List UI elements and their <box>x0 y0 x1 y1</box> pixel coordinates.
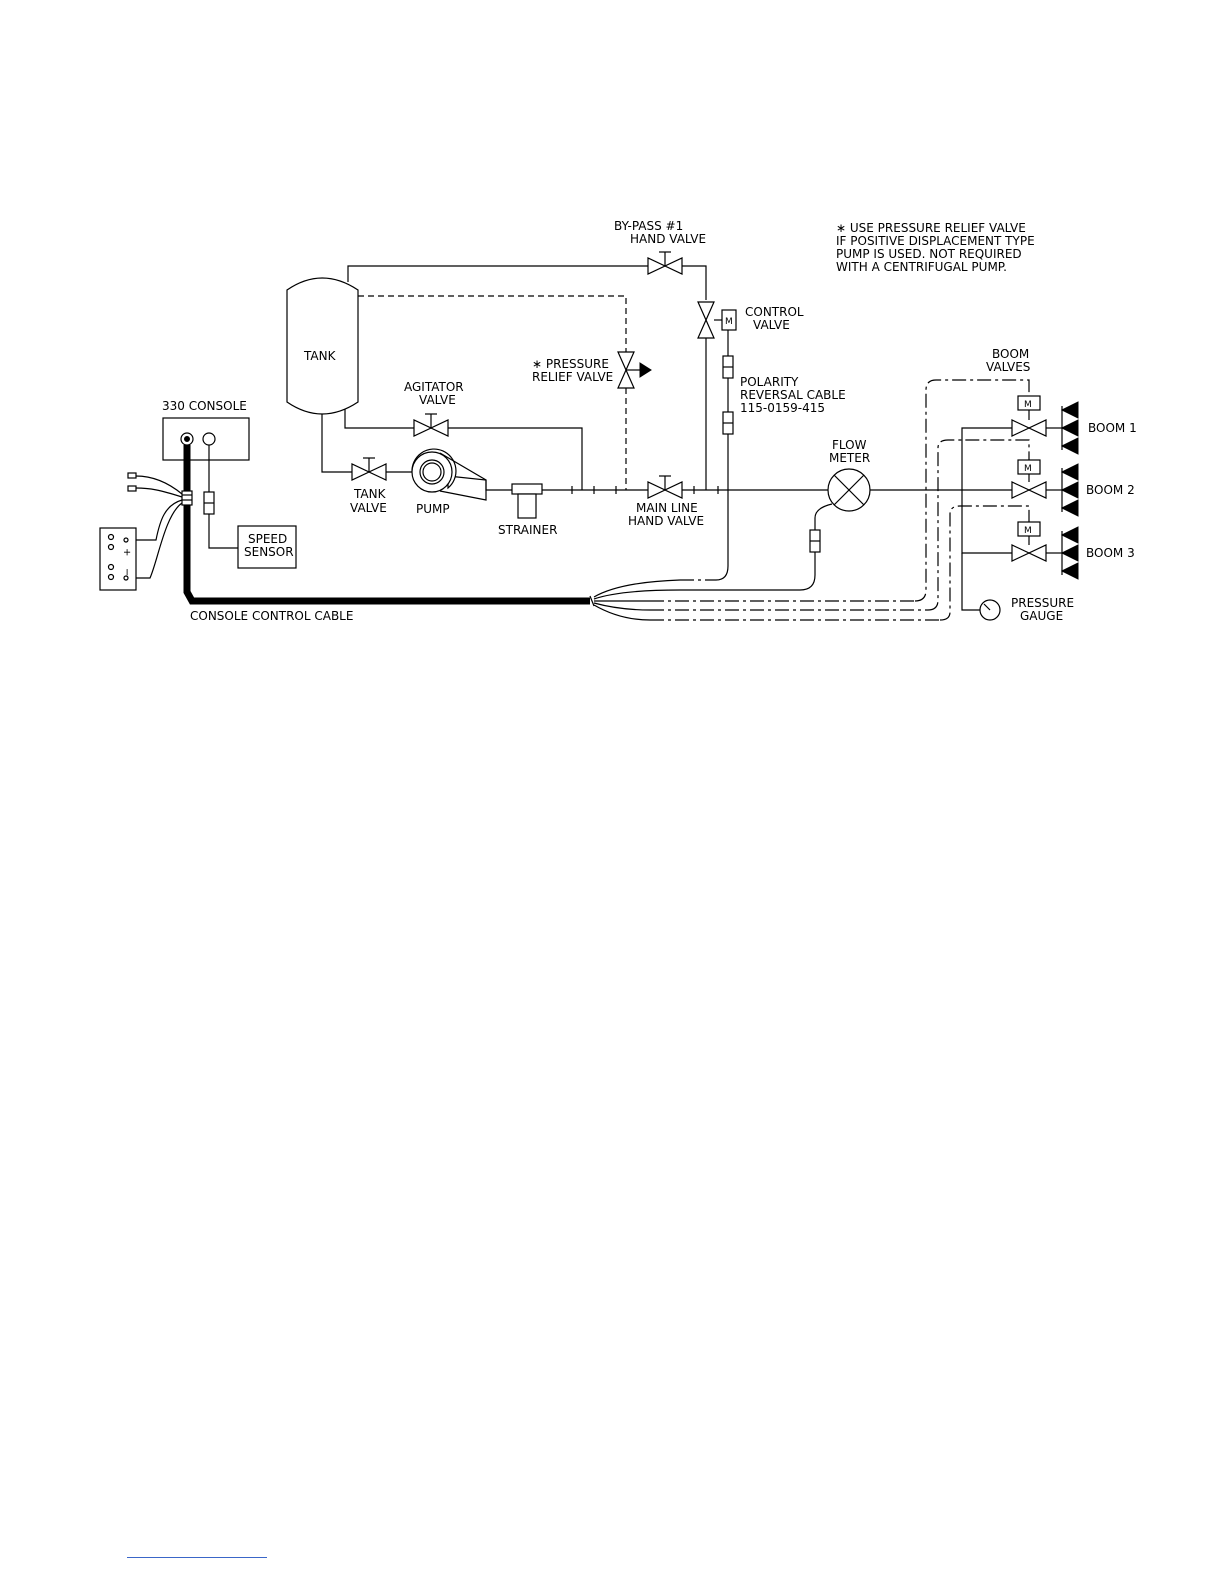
boom-3-label: BOOM 3 <box>1086 546 1135 560</box>
piping <box>321 265 1062 611</box>
boom-2-label: BOOM 2 <box>1086 483 1135 497</box>
agitator-valve <box>413 413 449 437</box>
speed-sensor <box>203 445 297 569</box>
pump <box>411 448 487 501</box>
boom-valve-2 <box>1011 459 1047 499</box>
boom-2-nozzles <box>1060 463 1079 517</box>
relief-line <box>358 295 627 490</box>
note-line-3: PUMP IS USED. NOT REQUIRED <box>836 247 1022 261</box>
battery-plus-label: + <box>121 548 132 556</box>
polarity-cable-part-number: 115-0159-415 <box>740 401 825 415</box>
agitator-valve-label-2: VALVE <box>419 393 456 407</box>
pressure-gauge-label-2: GAUGE <box>1020 609 1063 623</box>
note-line-4: WITH A CENTRIFUGAL PUMP. <box>836 260 1007 274</box>
control-valve-label-2: VALVE <box>753 318 790 332</box>
boom-valve-1-motor-label: M <box>1024 400 1032 410</box>
console-label: 330 CONSOLE <box>162 399 247 413</box>
battery <box>99 527 137 591</box>
tank <box>286 277 359 415</box>
note-line-2: IF POSITIVE DISPLACEMENT TYPE <box>836 234 1035 248</box>
bypass-label: BY-PASS #1 <box>614 219 683 233</box>
pressure-relief-label-2: RELIEF VALVE <box>532 370 613 384</box>
boom-valve-3-motor-label: M <box>1024 526 1032 536</box>
agitator-valve-label: AGITATOR <box>404 380 464 394</box>
tank-valve <box>351 457 387 481</box>
tank-label: TANK <box>303 349 337 363</box>
boom-valves-label: BOOM <box>992 347 1029 361</box>
pressure-relief-valve <box>617 351 652 389</box>
polarity-cable-label: POLARITY <box>740 375 799 389</box>
main-line-valve-label-2: HAND VALVE <box>628 514 704 528</box>
console-control-cable <box>127 445 590 605</box>
flow-meter-label: FLOW <box>832 438 867 452</box>
pump-label: PUMP <box>416 502 450 516</box>
boom-valve-2-motor-label: M <box>1024 464 1032 474</box>
control-valve-label: CONTROL <box>745 305 804 319</box>
strainer <box>511 483 543 519</box>
boom-valve-1 <box>1011 395 1047 437</box>
boom-valves-label-2: VALVES <box>986 360 1030 374</box>
flow-meter <box>827 468 871 512</box>
tank-valve-label-2: VALVE <box>350 501 387 515</box>
speed-sensor-label-2: SENSOR <box>244 545 294 559</box>
pressure-gauge-label: PRESSURE <box>1011 596 1074 610</box>
boom-3-nozzles <box>1060 526 1079 580</box>
tank-valve-label: TANK <box>353 487 387 501</box>
speed-sensor-label: SPEED <box>248 532 287 546</box>
cable-fanout <box>589 330 1030 621</box>
strainer-label: STRAINER <box>498 523 557 537</box>
pressure-relief-label: ∗ PRESSURE <box>532 357 609 371</box>
control-valve-motor-label: M <box>725 317 733 327</box>
polarity-cable-label-2: REVERSAL CABLE <box>740 388 846 402</box>
bypass-hand-valve <box>647 251 683 275</box>
boom-1-nozzles <box>1060 401 1079 455</box>
console-cable-label: CONSOLE CONTROL CABLE <box>190 609 353 623</box>
control-valve <box>697 301 737 339</box>
note-line-1: ∗ USE PRESSURE RELIEF VALVE <box>836 221 1026 235</box>
flow-meter-label-2: METER <box>829 451 870 465</box>
battery-minus-label: − <box>121 568 132 576</box>
console-330 <box>162 417 250 461</box>
main-line-valve-label: MAIN LINE <box>636 501 698 515</box>
main-line-hand-valve <box>647 475 683 499</box>
boom-valve-3 <box>1011 521 1047 562</box>
boom-1-label: BOOM 1 <box>1088 421 1137 435</box>
bypass-label-2: HAND VALVE <box>630 232 706 246</box>
pressure-gauge <box>979 599 1001 621</box>
footnote-rule <box>127 1557 267 1558</box>
